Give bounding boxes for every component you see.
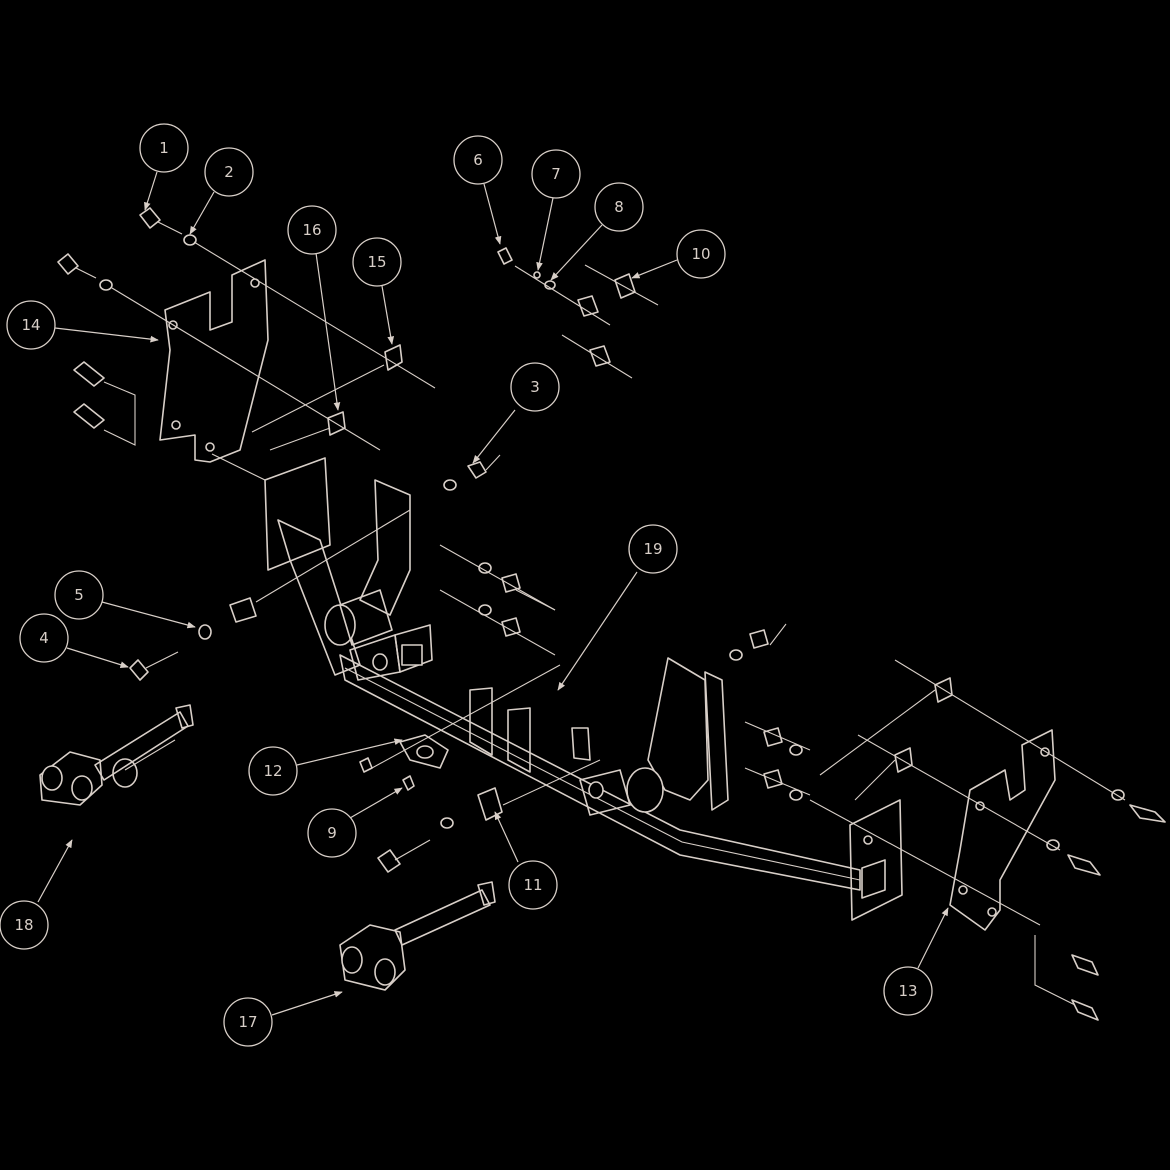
callout-13: 13 <box>883 966 933 1016</box>
main-crossbar-frame <box>264 457 903 921</box>
left-mount-bracket <box>159 259 269 463</box>
callout-12: 12 <box>248 746 298 796</box>
right-mount-bracket <box>949 729 1056 931</box>
svg-text:2: 2 <box>224 163 234 181</box>
callout-3: 3 <box>510 362 560 412</box>
callout-16: 16 <box>287 205 337 255</box>
callout-10: 10 <box>676 229 726 279</box>
svg-text:14: 14 <box>21 316 40 334</box>
callout-18: 18 <box>0 900 49 950</box>
callout-5: 5 <box>54 570 104 620</box>
svg-text:13: 13 <box>898 982 917 1000</box>
svg-text:12: 12 <box>263 762 282 780</box>
svg-text:4: 4 <box>39 629 49 647</box>
svg-text:5: 5 <box>74 586 84 604</box>
callout-1: 1 <box>139 123 189 173</box>
callout-4: 4 <box>19 613 69 663</box>
callout-7: 7 <box>531 149 581 199</box>
svg-text:7: 7 <box>551 165 561 183</box>
callout-17: 17 <box>223 997 273 1047</box>
callout-11: 11 <box>508 860 558 910</box>
clevis-assembly-17 <box>339 881 496 991</box>
assembly-lines <box>103 241 1126 1006</box>
callout-8: 8 <box>594 182 644 232</box>
clevis-assembly-18 <box>39 704 194 806</box>
callout-19: 19 <box>628 524 678 574</box>
svg-text:10: 10 <box>691 245 710 263</box>
svg-text:9: 9 <box>327 824 337 842</box>
callout-leaders <box>37 171 949 1016</box>
svg-text:15: 15 <box>367 253 386 271</box>
svg-text:16: 16 <box>302 221 321 239</box>
svg-text:6: 6 <box>473 151 483 169</box>
svg-text:1: 1 <box>159 139 169 157</box>
callout-15: 15 <box>352 237 402 287</box>
svg-text:19: 19 <box>643 540 662 558</box>
callout-6: 6 <box>453 135 503 185</box>
hardware <box>57 207 1166 1021</box>
callout-9: 9 <box>307 808 357 858</box>
svg-text:8: 8 <box>614 198 624 216</box>
svg-text:11: 11 <box>523 876 542 894</box>
svg-text:18: 18 <box>14 916 33 934</box>
callout-bubbles: 1 2 3 4 5 6 7 8 9 10 11 12 13 14 15 16 1… <box>0 123 933 1047</box>
svg-text:3: 3 <box>530 378 540 396</box>
callout-2: 2 <box>204 147 254 197</box>
svg-text:17: 17 <box>238 1013 257 1031</box>
callout-14: 14 <box>6 300 56 350</box>
